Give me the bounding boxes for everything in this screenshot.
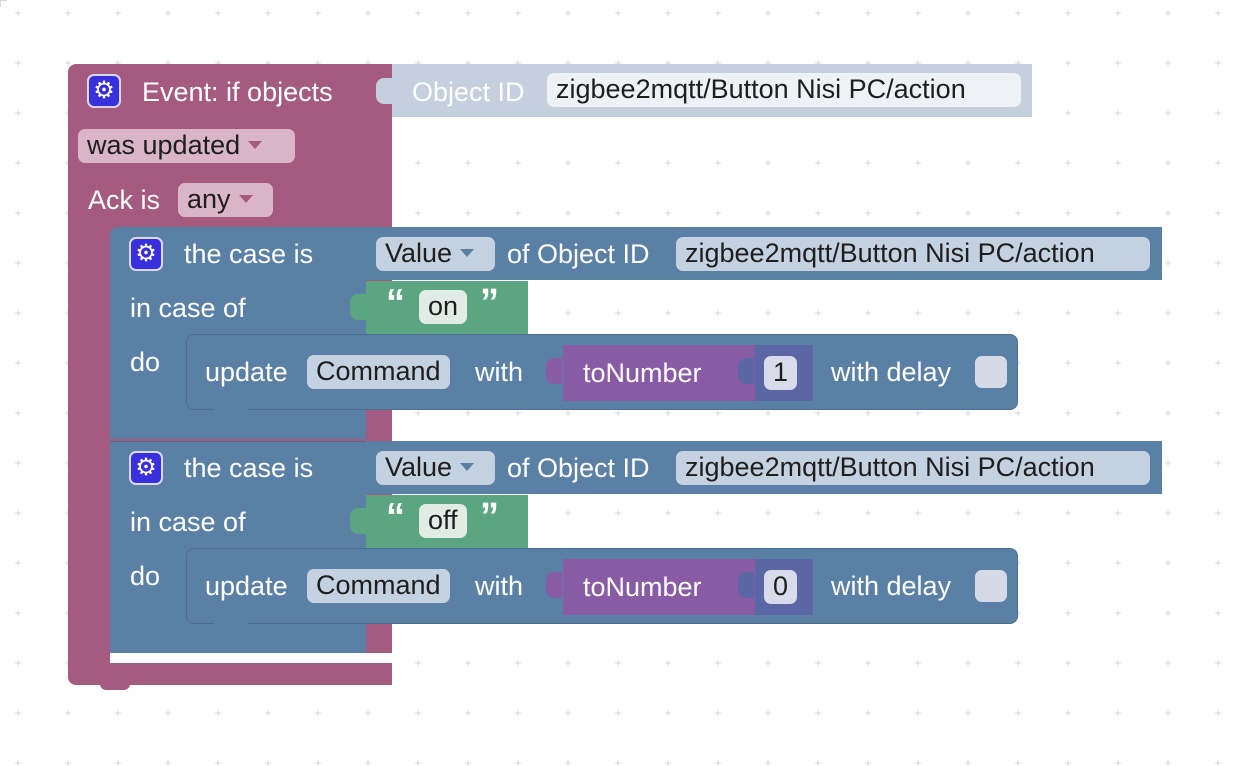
event-block-tab	[100, 682, 130, 690]
gear-icon[interactable]: ⚙	[129, 237, 163, 271]
object-id-field[interactable]: zigbee2mqtt/Button Nisi PC/action	[676, 237, 1150, 271]
tonumber-label: toNumber	[583, 358, 702, 388]
gear-icon[interactable]: ⚙	[129, 451, 163, 485]
update-label: update	[205, 357, 288, 387]
string-block[interactable]: “ on ”	[366, 281, 528, 334]
update-block-tab	[214, 408, 248, 416]
event-title: Event: if objects	[142, 77, 333, 107]
target-field[interactable]: Command	[307, 355, 450, 389]
update-block[interactable]: update Command with toNumber 1 with dela…	[186, 334, 1018, 410]
puzzle-connector	[738, 358, 754, 384]
of-object-id-label: of Object ID	[507, 239, 650, 269]
trigger-dropdown[interactable]: was updated	[78, 129, 295, 163]
with-label: with	[475, 571, 524, 601]
quote-open-icon: “	[386, 496, 405, 538]
quote-close-icon: ”	[480, 496, 499, 538]
chevron-down-icon	[238, 195, 253, 204]
update-block[interactable]: update Command with toNumber 0 with dela…	[186, 548, 1018, 624]
trigger-value: was updated	[87, 130, 241, 160]
puzzle-connector	[350, 508, 366, 534]
attribute-dropdown[interactable]: Value	[376, 237, 495, 271]
object-id-field[interactable]: zigbee2mqtt/Button Nisi PC/action	[547, 73, 1021, 107]
ack-label: Ack is	[88, 185, 161, 215]
number-block[interactable]: 1	[755, 345, 813, 401]
puzzle-connector	[376, 78, 392, 104]
tonumber-label: toNumber	[583, 572, 702, 602]
object-id-block[interactable]: Object ID zigbee2mqtt/Button Nisi PC/act…	[392, 64, 1032, 117]
puzzle-connector	[546, 358, 562, 384]
in-case-label: in case of	[130, 293, 246, 323]
tonumber-block[interactable]: toNumber 1	[563, 345, 813, 401]
puzzle-connector	[350, 294, 366, 320]
quote-open-icon: “	[386, 282, 405, 324]
attribute-value: Value	[385, 452, 453, 482]
quote-close-icon: ”	[480, 282, 499, 324]
delay-checkbox[interactable]	[975, 570, 1007, 602]
attribute-dropdown[interactable]: Value	[376, 451, 495, 485]
puzzle-connector	[350, 454, 366, 480]
puzzle-connector	[350, 240, 366, 266]
do-label: do	[130, 561, 161, 591]
object-id-label: Object ID	[412, 77, 525, 107]
string-block[interactable]: “ off ”	[366, 495, 528, 548]
case-label: the case is	[184, 453, 314, 483]
with-delay-label: with delay	[831, 357, 952, 387]
chevron-down-icon	[460, 249, 475, 258]
of-object-id-label: of Object ID	[507, 453, 650, 483]
object-id-field[interactable]: zigbee2mqtt/Button Nisi PC/action	[676, 451, 1150, 485]
number-block[interactable]: 0	[755, 559, 813, 615]
gear-icon[interactable]: ⚙	[87, 74, 121, 108]
string-field[interactable]: off	[419, 504, 467, 538]
do-label: do	[130, 347, 161, 377]
update-label: update	[205, 571, 288, 601]
string-field[interactable]: on	[419, 290, 468, 324]
ack-value: any	[187, 184, 231, 214]
attribute-value: Value	[385, 238, 453, 268]
ack-dropdown[interactable]: any	[178, 183, 273, 217]
update-block-tab	[214, 622, 248, 630]
in-case-label: in case of	[130, 507, 246, 537]
puzzle-connector	[738, 572, 754, 598]
case-label: the case is	[184, 239, 314, 269]
with-label: with	[475, 357, 524, 387]
chevron-down-icon	[248, 141, 263, 150]
delay-checkbox[interactable]	[975, 356, 1007, 388]
target-field[interactable]: Command	[307, 569, 450, 603]
event-block-bottom	[68, 663, 392, 685]
number-field[interactable]: 0	[764, 570, 798, 604]
with-delay-label: with delay	[831, 571, 952, 601]
puzzle-connector	[546, 572, 562, 598]
tonumber-block[interactable]: toNumber 0	[563, 559, 813, 615]
chevron-down-icon	[460, 463, 475, 472]
number-field[interactable]: 1	[764, 356, 798, 390]
event-block-footer	[110, 653, 392, 663]
